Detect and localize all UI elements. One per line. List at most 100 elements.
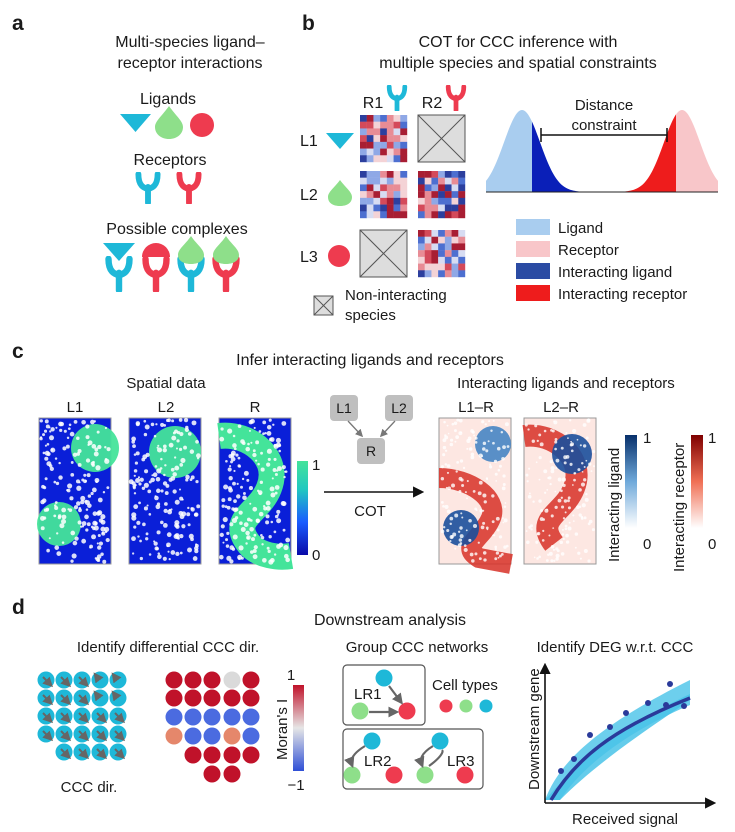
moran-label: Moran's I [274, 699, 291, 760]
spatial-colorbar [297, 461, 308, 555]
moran-cell [203, 765, 221, 783]
moran-cell [242, 727, 260, 745]
ligand-colorbar-max: 1 [643, 430, 651, 447]
panel-a-label: a [12, 12, 24, 35]
legend-swatch-interacting-ligand [516, 263, 550, 279]
lr-graph: L1 L2 R [330, 395, 413, 464]
panel-c: c Infer interacting ligands and receptor… [12, 340, 716, 574]
moran-colorbar [293, 685, 304, 771]
deg-point [623, 710, 629, 716]
moran-cell [223, 689, 241, 707]
deg-point [587, 732, 593, 738]
network-node [343, 766, 361, 784]
moran-cell [203, 689, 221, 707]
non-interacting-label-1: Non-interacting [345, 287, 447, 304]
col-label-r2: R2 [422, 95, 443, 112]
moran-cell [165, 689, 183, 707]
ligand-triangle-icon [103, 243, 135, 261]
panel-d: d Downstream analysis Identify different… [12, 596, 717, 828]
non-interacting-label-2: species [345, 307, 396, 324]
panel-a: a Multi-species ligand– receptor interac… [12, 12, 265, 290]
non-interacting-legend: Non-interacting species [313, 287, 447, 324]
distribution-legend: Ligand Receptor Interacting ligand Inter… [516, 219, 687, 303]
moran-cell [223, 671, 241, 689]
network-node [385, 766, 403, 784]
panel-b-title-2: multiple species and spatial constraints [379, 55, 656, 72]
complex-2 [142, 243, 170, 290]
panel-d-sub2: Group CCC networks [346, 639, 489, 656]
complexes-label: Possible complexes [106, 221, 247, 238]
receptors-label: Receptors [134, 152, 207, 169]
ligand-triangle-icon [326, 133, 354, 149]
deg-point [667, 681, 673, 687]
panel-d-sub3: Identify DEG w.r.t. CCC [537, 639, 694, 656]
coupling-matrix [360, 115, 408, 163]
ccc-cell [73, 671, 91, 689]
ccc-cell [37, 725, 55, 743]
interacting-receptor-distribution [625, 114, 676, 192]
panel-c-label: c [12, 340, 24, 363]
spatial-map-l1 [37, 417, 119, 565]
complex-1 [103, 243, 135, 290]
moran-cell [165, 708, 183, 726]
network-node [431, 732, 449, 750]
spatial-label-r: R [250, 399, 261, 416]
moran-grid [165, 671, 260, 783]
col-label-r1: R1 [363, 95, 384, 112]
panel-d-sub1: Identify differential CCC dir. [77, 639, 259, 656]
ligand-circle-icon [328, 245, 350, 267]
panel-a-title-1: Multi-species ligand– [115, 34, 265, 51]
complex-4 [213, 236, 239, 290]
network-box-2 [342, 728, 484, 790]
ccc-networks: LR1 Cell types LR2 LR3 [342, 664, 498, 790]
ccc-cell [55, 689, 73, 707]
ccc-cell [37, 707, 55, 725]
distance-distributions: Distance constraint [486, 97, 718, 193]
ccc-cell [109, 743, 127, 761]
legend-receptor: Receptor [558, 242, 619, 259]
ccc-cell [91, 707, 109, 725]
cell-type-swatch [479, 699, 493, 713]
deg-point [681, 703, 687, 709]
graph-node-l2 [385, 395, 413, 421]
fit-curve [549, 696, 691, 801]
cell-type-swatch [459, 699, 473, 713]
ligand-circle-icon [190, 113, 214, 137]
distance-label-1: Distance [575, 97, 633, 114]
ccc-cell [55, 743, 73, 761]
coupling-matrix [360, 171, 408, 219]
spatial-label-l2: L2 [158, 399, 175, 416]
y-axis-label: Downstream gene [526, 668, 543, 790]
ccc-cell [37, 689, 55, 707]
panel-d-title: Downstream analysis [314, 612, 466, 629]
deg-point [663, 702, 669, 708]
ccc-cell [109, 671, 127, 689]
network-node [375, 669, 393, 687]
receptor-y-icon [448, 87, 464, 110]
moran-cell [203, 746, 221, 764]
network-node [398, 702, 416, 720]
moran-cell [184, 689, 202, 707]
x-axis-label: Received signal [572, 811, 678, 828]
lr3-label: LR3 [447, 753, 475, 770]
complex-3 [178, 236, 204, 290]
ccc-cell [91, 689, 109, 707]
deg-points [558, 681, 687, 774]
interacting-title: Interacting ligands and receptors [457, 375, 675, 392]
ccc-dir-label: CCC dir. [61, 779, 118, 796]
moran-cell [184, 708, 202, 726]
moran-min: −1 [287, 777, 304, 794]
panel-b-title-1: COT for CCC inference with [419, 34, 618, 51]
legend-swatch-receptor [516, 241, 550, 257]
spatial-colorbar-max: 1 [312, 457, 320, 474]
coupling-matrix [418, 171, 466, 219]
ligand-drop-icon [213, 236, 239, 264]
ccc-cell [55, 707, 73, 725]
cot-arrow-label: COT [354, 503, 386, 520]
ligand-colorbar-min: 0 [643, 536, 651, 553]
legend-interacting-ligand: Interacting ligand [558, 264, 672, 281]
deg-point [645, 700, 651, 706]
interacting-ligand-distribution [532, 121, 590, 192]
receptor-y-icon [146, 259, 167, 291]
spatial-map-r [217, 417, 294, 570]
